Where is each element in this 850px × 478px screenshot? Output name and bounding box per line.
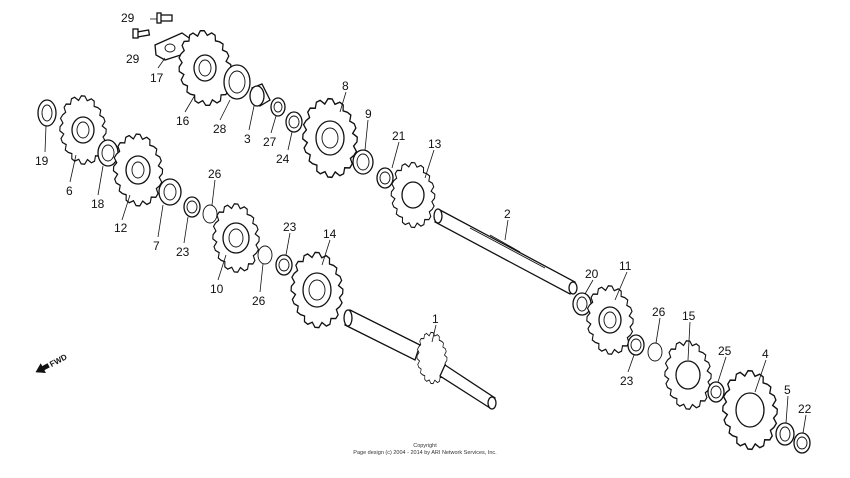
label-29a[interactable]: 29 — [121, 11, 135, 25]
washer-25[interactable] — [707, 381, 725, 403]
drive-sprocket-16[interactable] — [171, 23, 239, 113]
label-29b[interactable]: 29 — [126, 52, 140, 66]
label-3[interactable]: 3 — [244, 132, 251, 146]
circlip-26a[interactable] — [202, 204, 218, 224]
label-27[interactable]: 27 — [263, 135, 277, 149]
label-22[interactable]: 22 — [798, 402, 812, 416]
gear-4[interactable] — [716, 365, 784, 455]
label-17[interactable]: 17 — [150, 71, 164, 85]
bushing-9[interactable] — [352, 149, 374, 175]
washer-24[interactable] — [285, 111, 303, 133]
label-16[interactable]: 16 — [176, 114, 190, 128]
label-13[interactable]: 13 — [428, 137, 442, 151]
bolt-29a[interactable] — [150, 12, 173, 24]
label-9[interactable]: 9 — [365, 107, 372, 121]
washer-23b[interactable] — [275, 254, 293, 276]
collar-3[interactable] — [249, 83, 271, 107]
bushing-5[interactable] — [775, 422, 795, 446]
label-28[interactable]: 28 — [213, 122, 227, 136]
washer-27[interactable] — [270, 97, 286, 117]
circlip-26b[interactable] — [257, 245, 273, 265]
washer-19[interactable] — [37, 99, 57, 127]
gear-10[interactable] — [207, 199, 265, 277]
gear-13[interactable] — [386, 158, 440, 232]
fwd-direction-indicator: FWD — [35, 352, 69, 373]
label-23a[interactable]: 23 — [176, 245, 190, 259]
circlip-26c[interactable] — [647, 342, 663, 362]
label-21[interactable]: 21 — [392, 129, 406, 143]
label-15[interactable]: 15 — [682, 309, 696, 323]
washer-22[interactable] — [793, 432, 811, 454]
label-2[interactable]: 2 — [504, 207, 511, 221]
label-7[interactable]: 7 — [153, 239, 160, 253]
label-19[interactable]: 19 — [35, 154, 49, 168]
washer-20[interactable] — [572, 292, 592, 316]
label-26c[interactable]: 26 — [652, 305, 666, 319]
copyright-line-2: Page design (c) 2004 - 2014 by ARI Netwo… — [353, 450, 497, 456]
leader-lines — [44, 57, 807, 434]
bearing-28[interactable] — [223, 64, 251, 100]
copyright-line-1: Copyright — [413, 443, 437, 449]
gear-15[interactable] — [659, 336, 717, 414]
label-14[interactable]: 14 — [323, 227, 337, 241]
washer-23c[interactable] — [627, 334, 645, 356]
label-5[interactable]: 5 — [784, 383, 791, 397]
gear-11[interactable] — [581, 281, 639, 359]
label-23c[interactable]: 23 — [620, 374, 634, 388]
gear-8[interactable] — [296, 93, 364, 183]
label-6[interactable]: 6 — [66, 184, 73, 198]
label-18[interactable]: 18 — [91, 197, 105, 211]
gear-6[interactable] — [54, 91, 112, 169]
washer-21[interactable] — [376, 167, 394, 189]
label-12[interactable]: 12 — [114, 221, 128, 235]
countershaft-2[interactable] — [433, 208, 578, 295]
gear-14[interactable] — [285, 247, 349, 333]
fwd-label: FWD — [48, 352, 69, 369]
label-20[interactable]: 20 — [585, 267, 599, 281]
label-26a[interactable]: 26 — [208, 167, 222, 181]
label-8[interactable]: 8 — [342, 79, 349, 93]
part-labels: 29 29 17 16 28 3 27 24 8 9 21 13 19 6 18… — [35, 11, 812, 416]
label-10[interactable]: 10 — [210, 282, 224, 296]
gear-12[interactable] — [108, 129, 168, 211]
label-1[interactable]: 1 — [432, 312, 439, 326]
label-25[interactable]: 25 — [718, 344, 732, 358]
mainshaft-1[interactable] — [343, 309, 497, 410]
label-4[interactable]: 4 — [762, 347, 769, 361]
washer-18[interactable] — [97, 139, 119, 167]
label-26b[interactable]: 26 — [252, 294, 266, 308]
label-23b[interactable]: 23 — [283, 220, 297, 234]
washer-23a[interactable] — [183, 196, 201, 218]
bolt-29b[interactable] — [132, 28, 151, 39]
label-11[interactable]: 11 — [619, 259, 632, 273]
bushing-7[interactable] — [158, 178, 182, 206]
label-24[interactable]: 24 — [276, 152, 290, 166]
